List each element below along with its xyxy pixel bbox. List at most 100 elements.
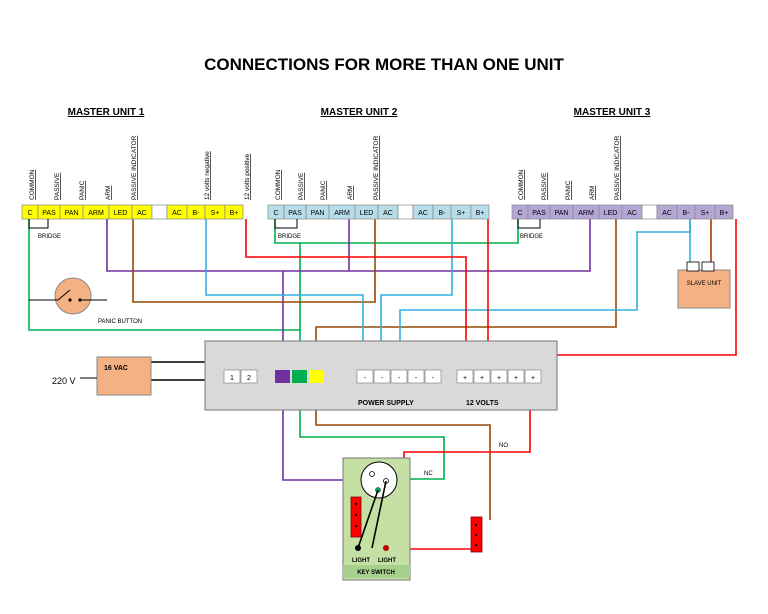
psu-neg-terminal-label-0: - [364,375,367,382]
unit2-title: MASTER UNIT 2 [321,107,398,118]
psu-pos-terminal-label-0: + [463,375,467,382]
psu-neg-terminal-1 [373,369,391,384]
vertical-label-unit3-0: COMMON [518,169,525,200]
terminal-label-unit2-5: AC [383,210,393,217]
terminal-unit1-6 [151,204,168,220]
psu-neg-terminal-3 [407,369,425,384]
psu-pos-terminal-4 [524,369,542,384]
key-switch-lamp [350,496,362,538]
vertical-label-unit2-4: PASSIVE INDICATOR [373,135,380,200]
psu-pos-terminal-0 [456,369,474,384]
terminal-label-unit3-9: S+ [701,210,710,217]
psu-neg-terminal-label-1: - [381,375,384,382]
diagram-title: CONNECTIONS FOR MORE THAN ONE UNIT [204,55,564,74]
terminal-unit2-6 [397,204,414,220]
terminal-label-unit3-2: PAN [555,210,569,217]
terminal-label-unit3-10: B+ [720,210,729,217]
psu-pos-terminal-label-1: + [480,375,484,382]
power-supply-label: POWER SUPPLY [358,400,414,407]
terminal-label-unit3-4: LED [604,210,618,217]
psu-ac-terminal-0 [223,369,241,384]
psu-pos-terminal-3 [507,369,525,384]
terminal-unit3-6 [641,204,658,220]
terminal-label-unit3-0: C [517,210,522,217]
key-switch: LIGHT LIGHT KEY SWITCH [342,457,411,581]
vertical-label-unit3-1: PASSIVE [541,172,548,200]
panic-button-label: PANIC BUTTON [98,319,142,325]
vertical-label-unit2-0: COMMON [275,169,282,200]
panic-button-body [54,277,92,315]
psu-green-terminal [292,370,307,383]
psu-negative-terminals: ----- [356,369,442,384]
bridge-unit1: BRIDGE [28,219,61,240]
psu-positive-terminals: +++++ [456,369,542,384]
vertical-label-unit3-2: PANIC [565,180,572,200]
vertical-label-unit2-3: ARM [347,186,354,200]
mains-voltage-label: 220 V [52,376,76,386]
unit3-title: MASTER UNIT 3 [574,107,651,118]
vertical-label-unit1-2: PANIC [79,180,86,200]
slave-unit-label: SLAVE UNIT [687,281,722,287]
vertical-label-unit3-4: PASSIVE INDICATOR [614,135,621,200]
nc-label: NC [424,471,433,477]
psu-ac-terminal-label-1: 2 [247,375,251,382]
light-left-label: LIGHT [352,558,370,564]
terminal-label-unit1-3: ARM [88,210,104,217]
psu-neg-terminal-label-3: - [415,375,418,382]
terminal-label-unit1-1: PAS [42,210,56,217]
terminal-label-unit2-2: PAN [311,210,325,217]
no-label: NO [499,443,508,449]
bridge-unit2: BRIDGE [274,219,301,240]
terminal-label-unit1-0: C [27,210,32,217]
psu-purple-terminal [275,370,290,383]
psu-neg-terminal-label-4: - [432,375,435,382]
terminal-label-unit3-5: AC [627,210,637,217]
wire-green-to-keyswitch [299,380,445,480]
vertical-label-unit3-3: ARM [589,186,596,200]
vertical-label-unit1-1: PASSIVE [54,172,61,200]
bridge-label-unit1: BRIDGE [38,234,61,240]
vertical-label-unit1-6: 12 volts positive [244,153,251,200]
psu-pos-terminal-label-2: + [497,375,501,382]
terminal-label-unit2-10: B+ [476,210,485,217]
wire-brown-led [132,219,376,303]
psu-pos-terminal-label-3: + [514,375,518,382]
psu-ac-terminal-1 [240,369,258,384]
key-switch-label: KEY SWITCH [357,570,395,576]
bridge-label-unit2: BRIDGE [278,234,301,240]
terminal-label-unit1-10: B+ [230,210,239,217]
terminal-label-unit2-4: LED [360,210,374,217]
terminal-label-unit1-8: B- [193,210,201,217]
vertical-label-unit1-0: COMMON [29,169,36,200]
terminal-label-unit3-8: B- [683,210,691,217]
psu-yellow-terminal [309,370,324,383]
psu-neg-terminal-4 [424,369,442,384]
terminal-label-unit3-7: AC [662,210,672,217]
terminal-label-unit2-9: S+ [457,210,466,217]
terminal-label-unit1-7: AC [172,210,182,217]
terminal-label-unit2-7: AC [418,210,428,217]
light-right-label: LIGHT [378,558,396,564]
terminal-label-unit2-8: B- [439,210,447,217]
terminal-unit1-10 [224,204,244,220]
unit1-title: MASTER UNIT 1 [68,107,145,118]
terminal-label-unit1-5: AC [137,210,147,217]
slave-unit: SLAVE UNIT [677,261,731,309]
terminal-label-unit2-3: ARM [334,210,350,217]
bridge-label-unit3: BRIDGE [520,234,543,240]
psu-pos-terminal-1 [473,369,491,384]
vertical-labels: COMMON PASSIVE PANIC ARM PASSIVE INDICATOR 12… [29,135,621,200]
power-supply-voltage: 12 VOLTS [466,400,499,407]
terminal-label-unit1-2: PAN [65,210,79,217]
transformer-label: 16 VAC [104,365,128,372]
terminal-label-unit3-3: ARM [578,210,594,217]
terminal-label-unit1-9: S+ [211,210,220,217]
terminal-strip-unit1: C PAS PAN ARM LED AC AC B- S+ B+ [21,204,244,220]
terminal-label-unit1-4: LED [114,210,128,217]
psu-neg-terminal-label-2: - [398,375,401,382]
